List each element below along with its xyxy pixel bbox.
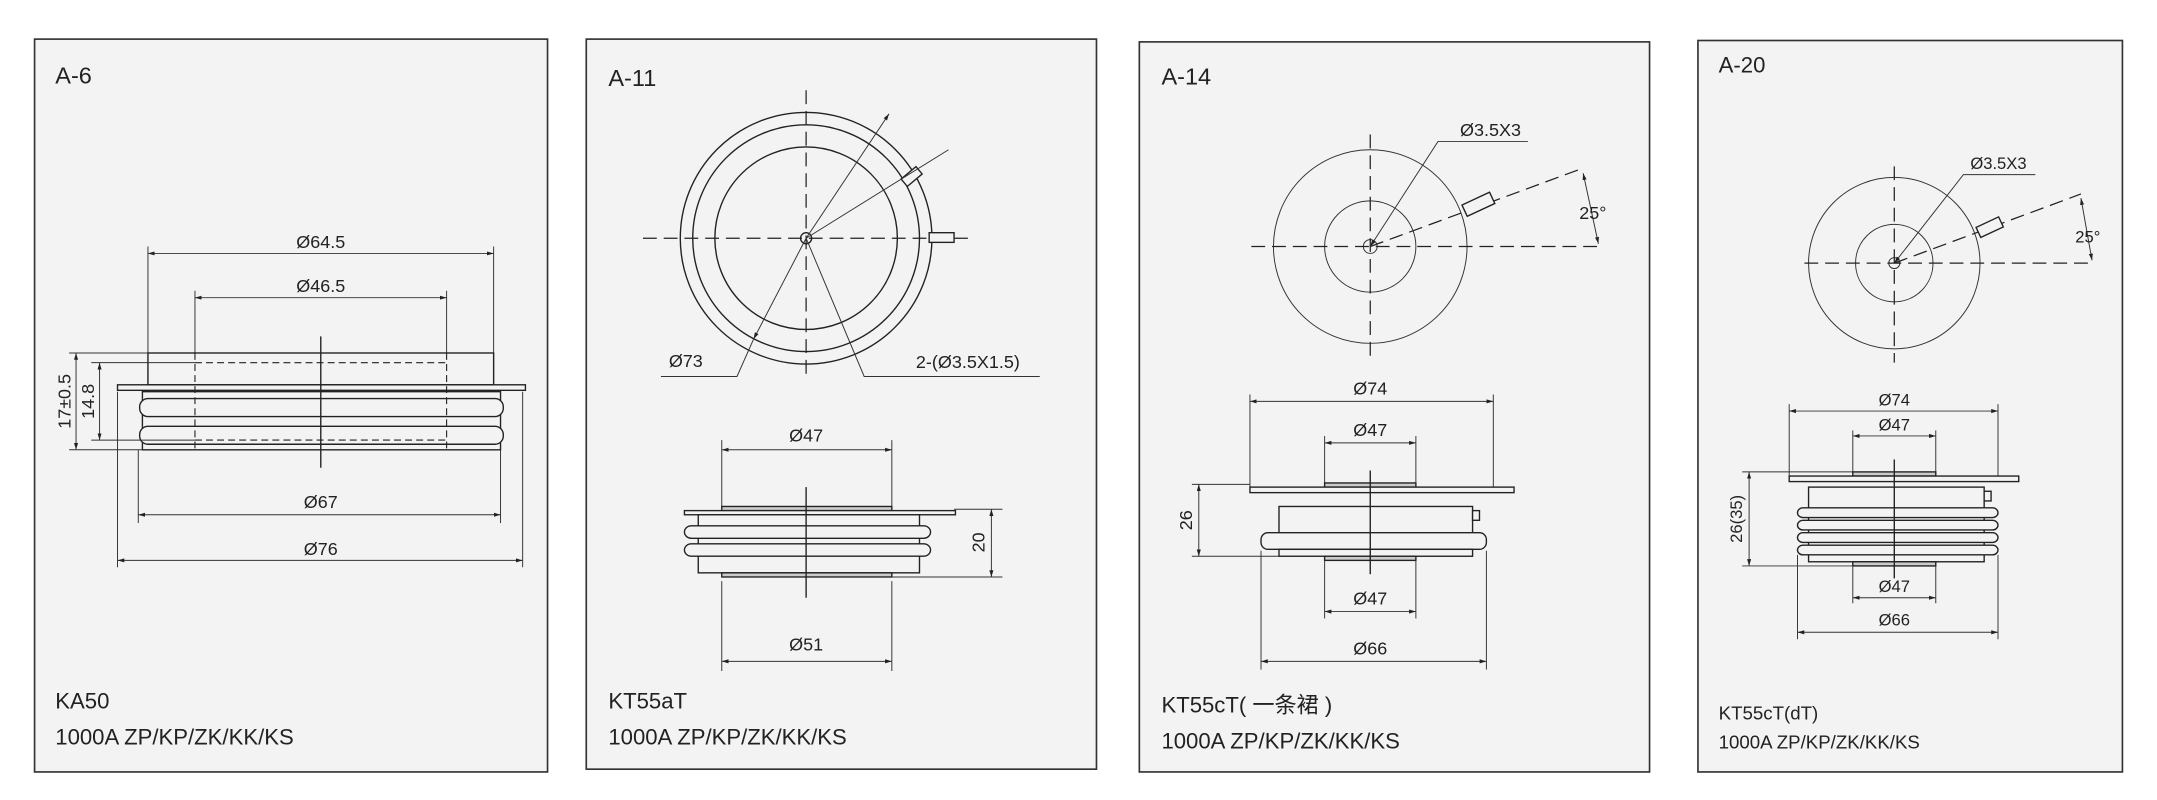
side-view: Ø64.5 Ø46.5 17±0.5 14.8 [55, 232, 527, 568]
rating-label: 1000A ZP/KP/ZK/KK/KS [55, 724, 293, 749]
dim-label: Ø74 [1879, 391, 1910, 410]
model-label: KT55cT( 一条裙 ) [1161, 692, 1332, 717]
model-label: KA50 [55, 688, 109, 713]
dim-label: Ø74 [1353, 378, 1387, 398]
dim-label: Ø51 [789, 634, 823, 654]
dim-label: Ø73 [669, 351, 703, 371]
panel-title: A-6 [55, 62, 92, 88]
panel-title: A-14 [1161, 64, 1211, 90]
dim-label: Ø47 [1879, 415, 1910, 434]
dim-label: Ø66 [1353, 638, 1387, 658]
model-label: KT55aT [608, 688, 687, 713]
dim-label: Ø46.5 [296, 276, 345, 296]
dim-label: Ø67 [304, 492, 338, 512]
rating-label: 1000A ZP/KP/ZK/KK/KS [608, 724, 846, 749]
rating-label: 1000A ZP/KP/ZK/KK/KS [1161, 728, 1399, 753]
dim-label: 2-(Ø3.5X1.5) [916, 352, 1020, 372]
side-view: Ø74 Ø47 26 Ø47 Ø66 [1176, 378, 1515, 670]
model-label: KT55cT(dT) [1719, 702, 1819, 723]
dim-label: Ø3.5X3 [1460, 120, 1521, 140]
dim-label: Ø76 [304, 539, 338, 559]
top-view: Ø3.5X3 25° [1251, 120, 1606, 363]
panel-a20: A-20 Ø3.5X3 25° Ø74 Ø47 [1697, 39, 2124, 773]
top-view: Ø73 2-(Ø3.5X1.5) [642, 90, 1040, 381]
panel-a6: A-6 Ø64.5 Ø46.5 17±0.5 [33, 38, 549, 773]
dim-label: Ø47 [789, 425, 823, 445]
dim-label: 14.8 [78, 384, 98, 419]
panel-title: A-11 [608, 65, 656, 91]
dim-label: Ø3.5X3 [1970, 154, 2026, 173]
dim-label: 20 [968, 532, 988, 552]
panel-a11: A-11 Ø73 2-(Ø3.5X1.5) Ø47 [585, 38, 1098, 771]
dim-label: Ø47 [1879, 577, 1910, 596]
rating-label: 1000A ZP/KP/ZK/KK/KS [1719, 731, 1920, 752]
side-view: Ø47 20 Ø51 [683, 425, 1003, 672]
dim-label: 26 [1176, 510, 1196, 530]
dim-label: 26(35) [1727, 495, 1746, 543]
dim-label: Ø47 [1353, 420, 1387, 440]
panel-a14: A-14 Ø3.5X3 25° Ø74 Ø47 [1138, 41, 1651, 773]
dim-label: Ø66 [1879, 610, 1910, 629]
dim-label: 25° [2075, 227, 2100, 246]
panel-title: A-20 [1719, 52, 1766, 77]
top-view: Ø3.5X3 25° [1804, 154, 2100, 363]
side-view: Ø74 Ø47 26(35) Ø47 Ø66 [1727, 391, 2020, 640]
dim-label: 17±0.5 [55, 374, 75, 429]
dim-label: Ø47 [1353, 589, 1387, 609]
dim-label: Ø64.5 [296, 232, 345, 252]
dim-label: 25° [1579, 203, 1606, 223]
